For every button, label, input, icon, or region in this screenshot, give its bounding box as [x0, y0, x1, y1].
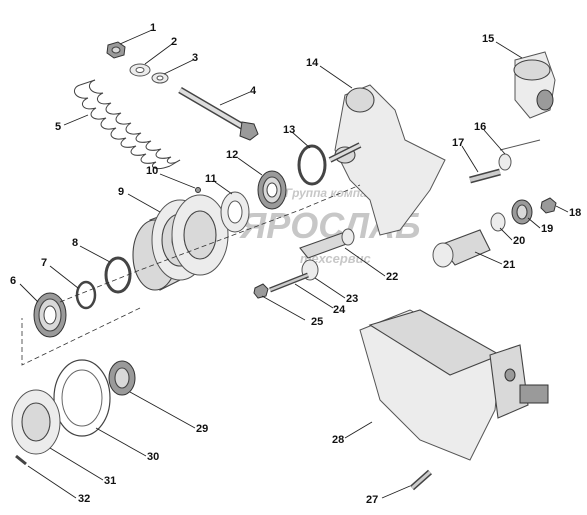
callout-30: 30: [147, 451, 159, 463]
part-14-housing: [328, 84, 446, 236]
part-27-bolt: [410, 469, 432, 491]
callout-6: 6: [10, 275, 16, 287]
callout-13: 13: [283, 124, 295, 136]
callout-20: 20: [513, 235, 525, 247]
part-22-shaft: [299, 228, 355, 259]
part-29-bearing: [108, 360, 136, 396]
callout-17: 17: [452, 137, 464, 149]
part-25-nut: [253, 283, 269, 299]
part-11-spacer: [220, 191, 250, 233]
callout-labels: 1 2 3 4 5 6 7 8 9 10 11 12 13 14 15 16 1…: [10, 22, 581, 506]
assembly-axis-lines: [21, 184, 361, 366]
callout-18: 18: [569, 207, 581, 219]
callout-8: 8: [72, 237, 78, 249]
part-9-pulley: [132, 194, 229, 291]
callout-25: 25: [311, 316, 323, 328]
callout-1: 1: [150, 22, 156, 34]
part-10-pin: [195, 187, 201, 193]
part-30-gasket: [53, 359, 111, 437]
part-32-screw: [15, 454, 27, 466]
callout-14: 14: [306, 57, 319, 69]
callout-7: 7: [41, 257, 47, 269]
callout-22: 22: [386, 271, 398, 283]
callout-12: 12: [226, 149, 238, 161]
part-18-nut: [540, 197, 557, 214]
part-19-bearing: [511, 199, 533, 225]
callout-24: 24: [333, 304, 346, 316]
callout-15: 15: [482, 33, 494, 45]
callout-16: 16: [474, 121, 486, 133]
part-4-bolt: [178, 86, 259, 141]
part-1-nut: [106, 41, 126, 59]
part-16-washer: [498, 139, 541, 171]
callout-19: 19: [541, 223, 553, 235]
part-31-cover: [11, 389, 61, 455]
callout-5: 5: [55, 121, 61, 133]
callout-21: 21: [503, 259, 515, 271]
part-28-mounting-bracket: [359, 309, 549, 461]
callout-10: 10: [146, 165, 158, 177]
callout-28: 28: [332, 434, 344, 446]
callout-11: 11: [205, 173, 217, 185]
part-21-roller: [432, 229, 491, 268]
part-13-ring: [297, 144, 327, 186]
part-8-ring: [104, 256, 132, 294]
leader-lines: [19, 29, 569, 499]
part-3-washer: [151, 72, 169, 84]
part-7-ring: [75, 280, 97, 310]
callout-32: 32: [78, 493, 90, 505]
callout-4: 4: [250, 85, 257, 97]
part-5-spring: [73, 79, 181, 169]
part-12-bearing: [257, 170, 287, 210]
callout-29: 29: [196, 423, 208, 435]
part-17-bolt: [469, 168, 501, 184]
part-20-washer: [490, 212, 506, 232]
callout-2: 2: [171, 36, 177, 48]
part-24-bolt: [269, 272, 309, 293]
callout-3: 3: [192, 52, 198, 64]
part-15-tensioner: [513, 51, 556, 119]
part-6-bearing: [33, 292, 67, 338]
callout-31: 31: [104, 475, 116, 487]
callout-9: 9: [118, 186, 124, 198]
callout-23: 23: [346, 293, 358, 305]
callout-27: 27: [366, 494, 378, 506]
part-2-washer: [129, 63, 151, 77]
